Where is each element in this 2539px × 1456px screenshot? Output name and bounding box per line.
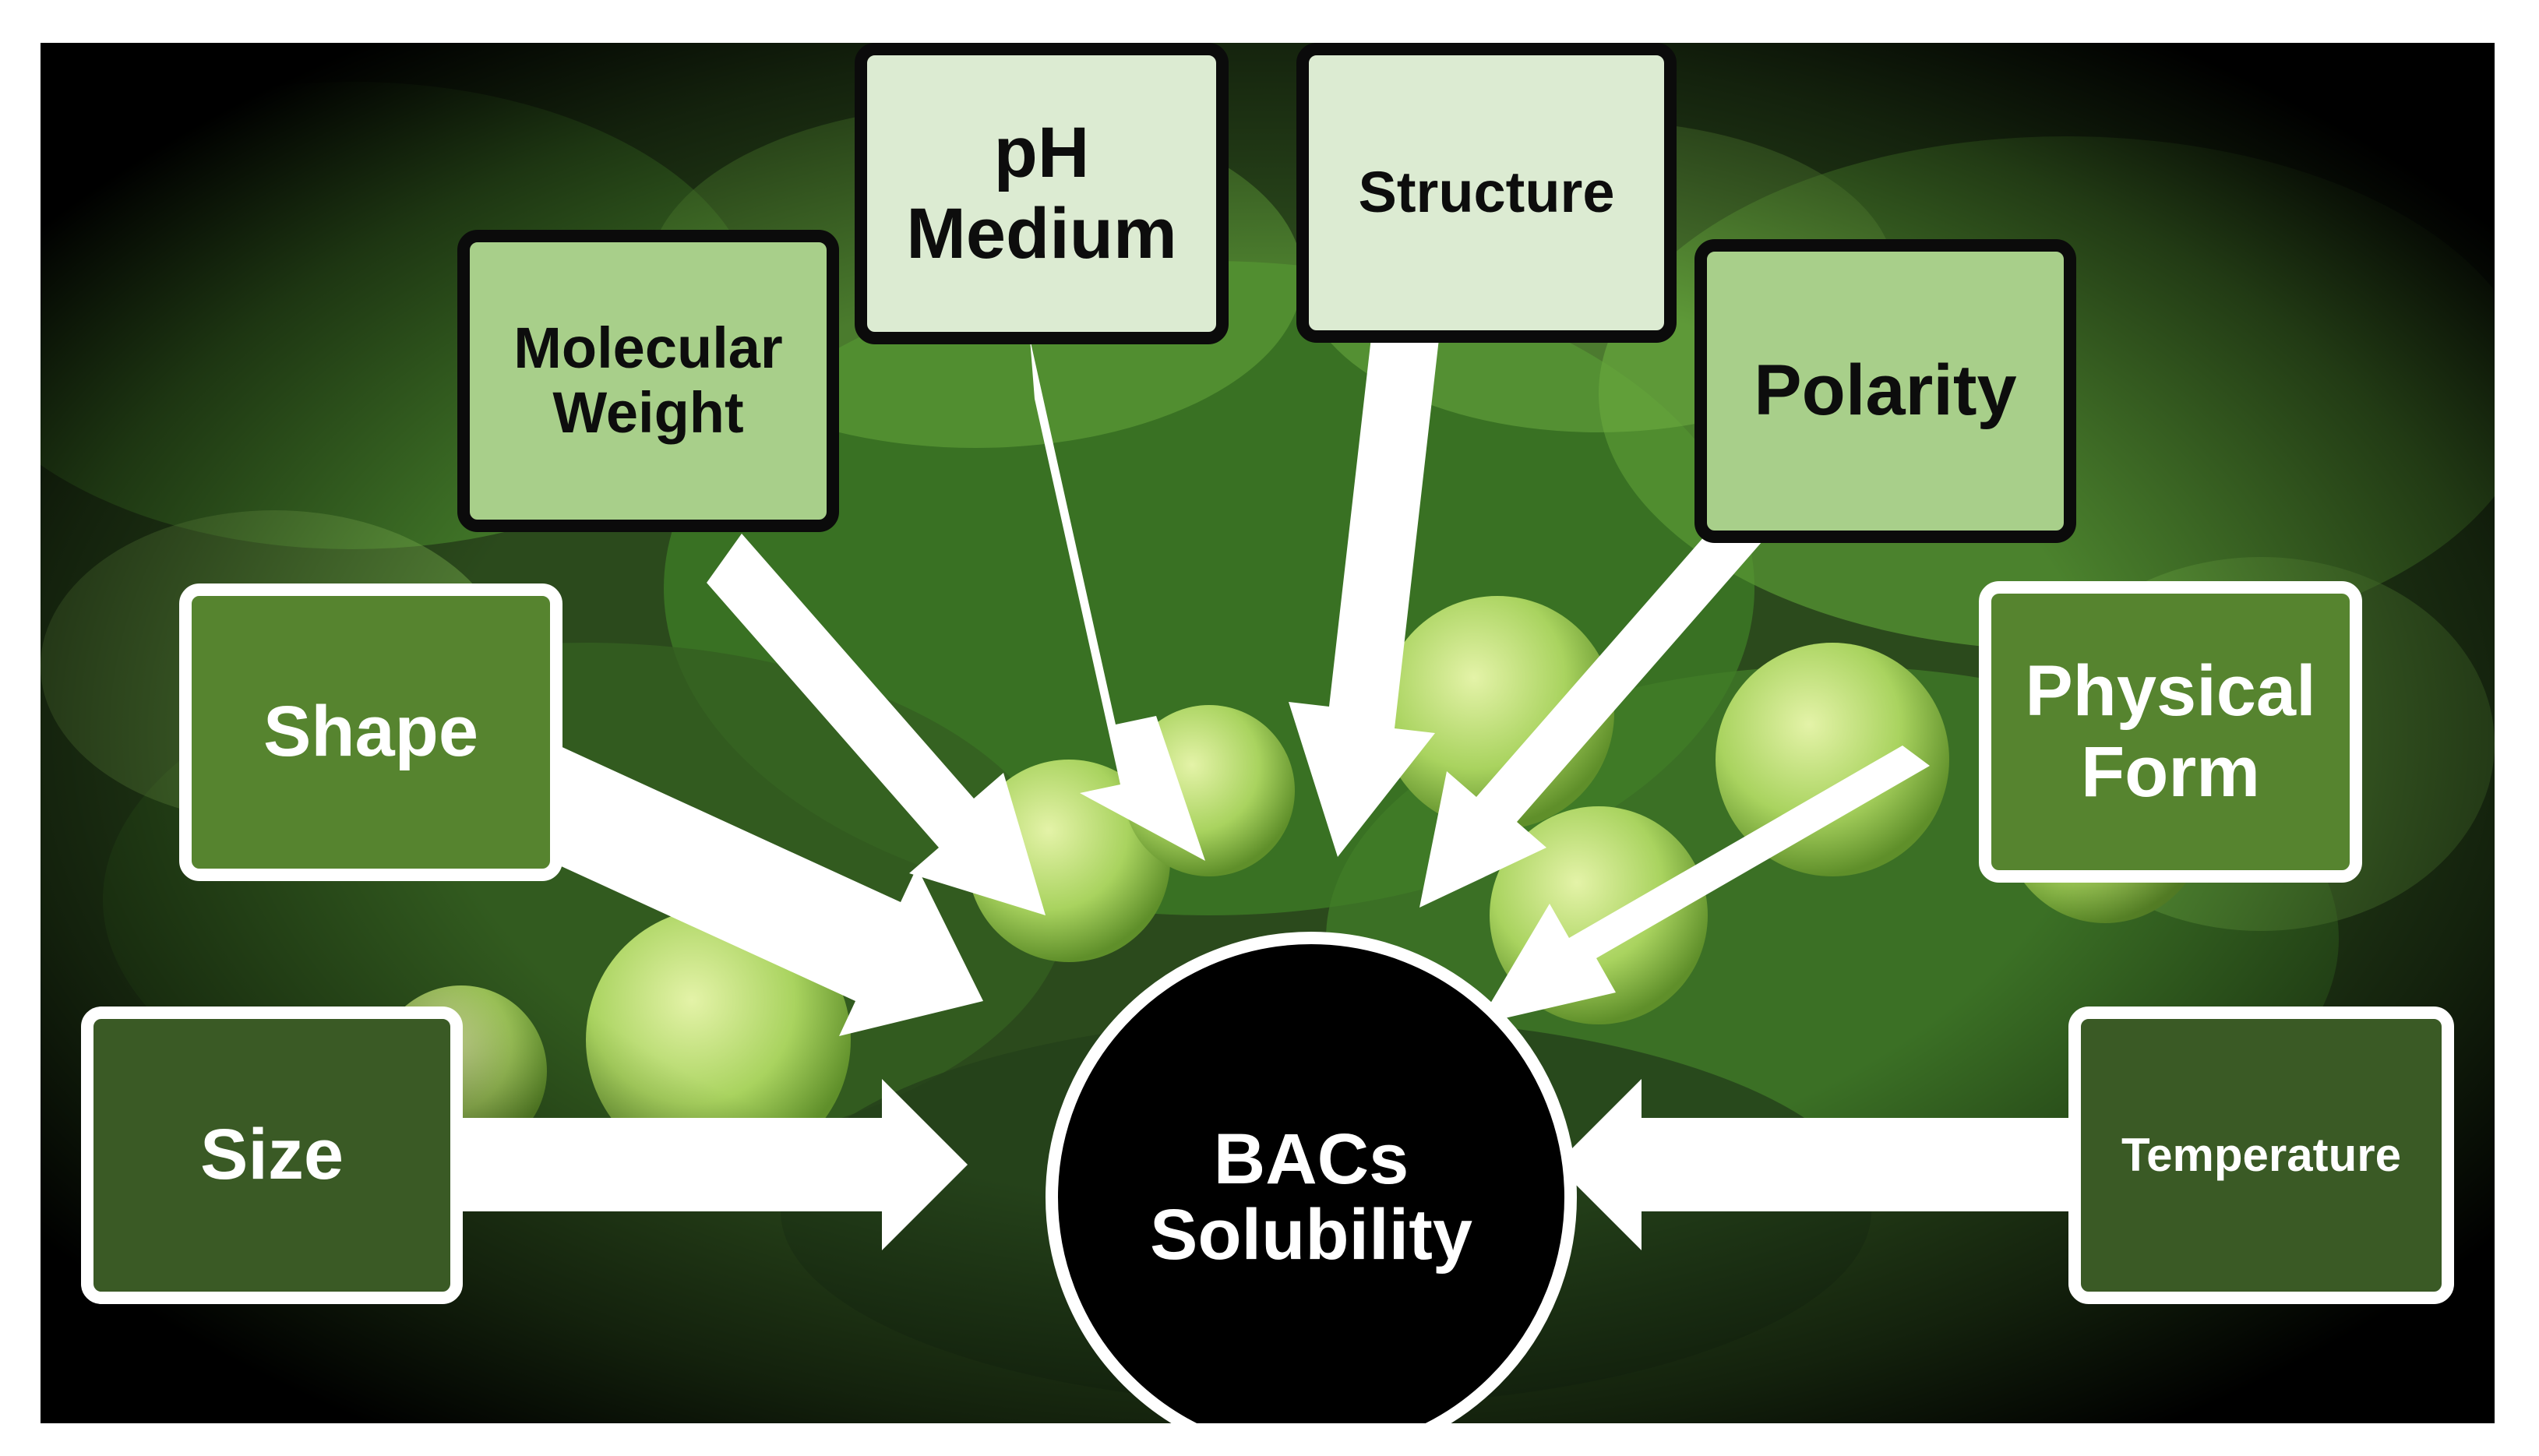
factor-box-molecular-weight: Molecular Weight — [457, 230, 839, 532]
arrow-structure — [1289, 317, 1439, 857]
factor-box-ph-medium: pH Medium — [855, 43, 1229, 344]
factor-label-shape: Shape — [263, 692, 478, 772]
arrow-polarity — [1419, 516, 1762, 908]
arrow-size — [446, 1079, 968, 1250]
factor-box-shape: Shape — [179, 583, 562, 881]
factor-box-polarity: Polarity — [1694, 239, 2076, 543]
factor-label-structure: Structure — [1359, 160, 1615, 225]
factor-label-ph-medium: pH Medium — [906, 113, 1177, 273]
factor-label-physical-form: Physical Form — [2025, 651, 2315, 812]
factor-box-structure: Structure — [1296, 43, 1677, 343]
factor-label-size: Size — [200, 1115, 344, 1195]
factor-box-temperature: Temperature — [2068, 1007, 2454, 1304]
center-label: BACs Solubility — [1150, 1122, 1472, 1272]
factor-label-molecular-weight: Molecular Weight — [513, 316, 782, 446]
factor-label-polarity: Polarity — [1754, 351, 2016, 431]
arrow-temperature — [1556, 1079, 2097, 1250]
background-photo-frame: Size Shape Molecular Weight pH Medium St… — [41, 43, 2495, 1423]
arrow-ph-medium — [1030, 339, 1205, 861]
factor-box-size: Size — [81, 1007, 463, 1304]
factor-box-physical-form: Physical Form — [1979, 581, 2362, 883]
factor-label-temperature: Temperature — [2121, 1129, 2401, 1181]
